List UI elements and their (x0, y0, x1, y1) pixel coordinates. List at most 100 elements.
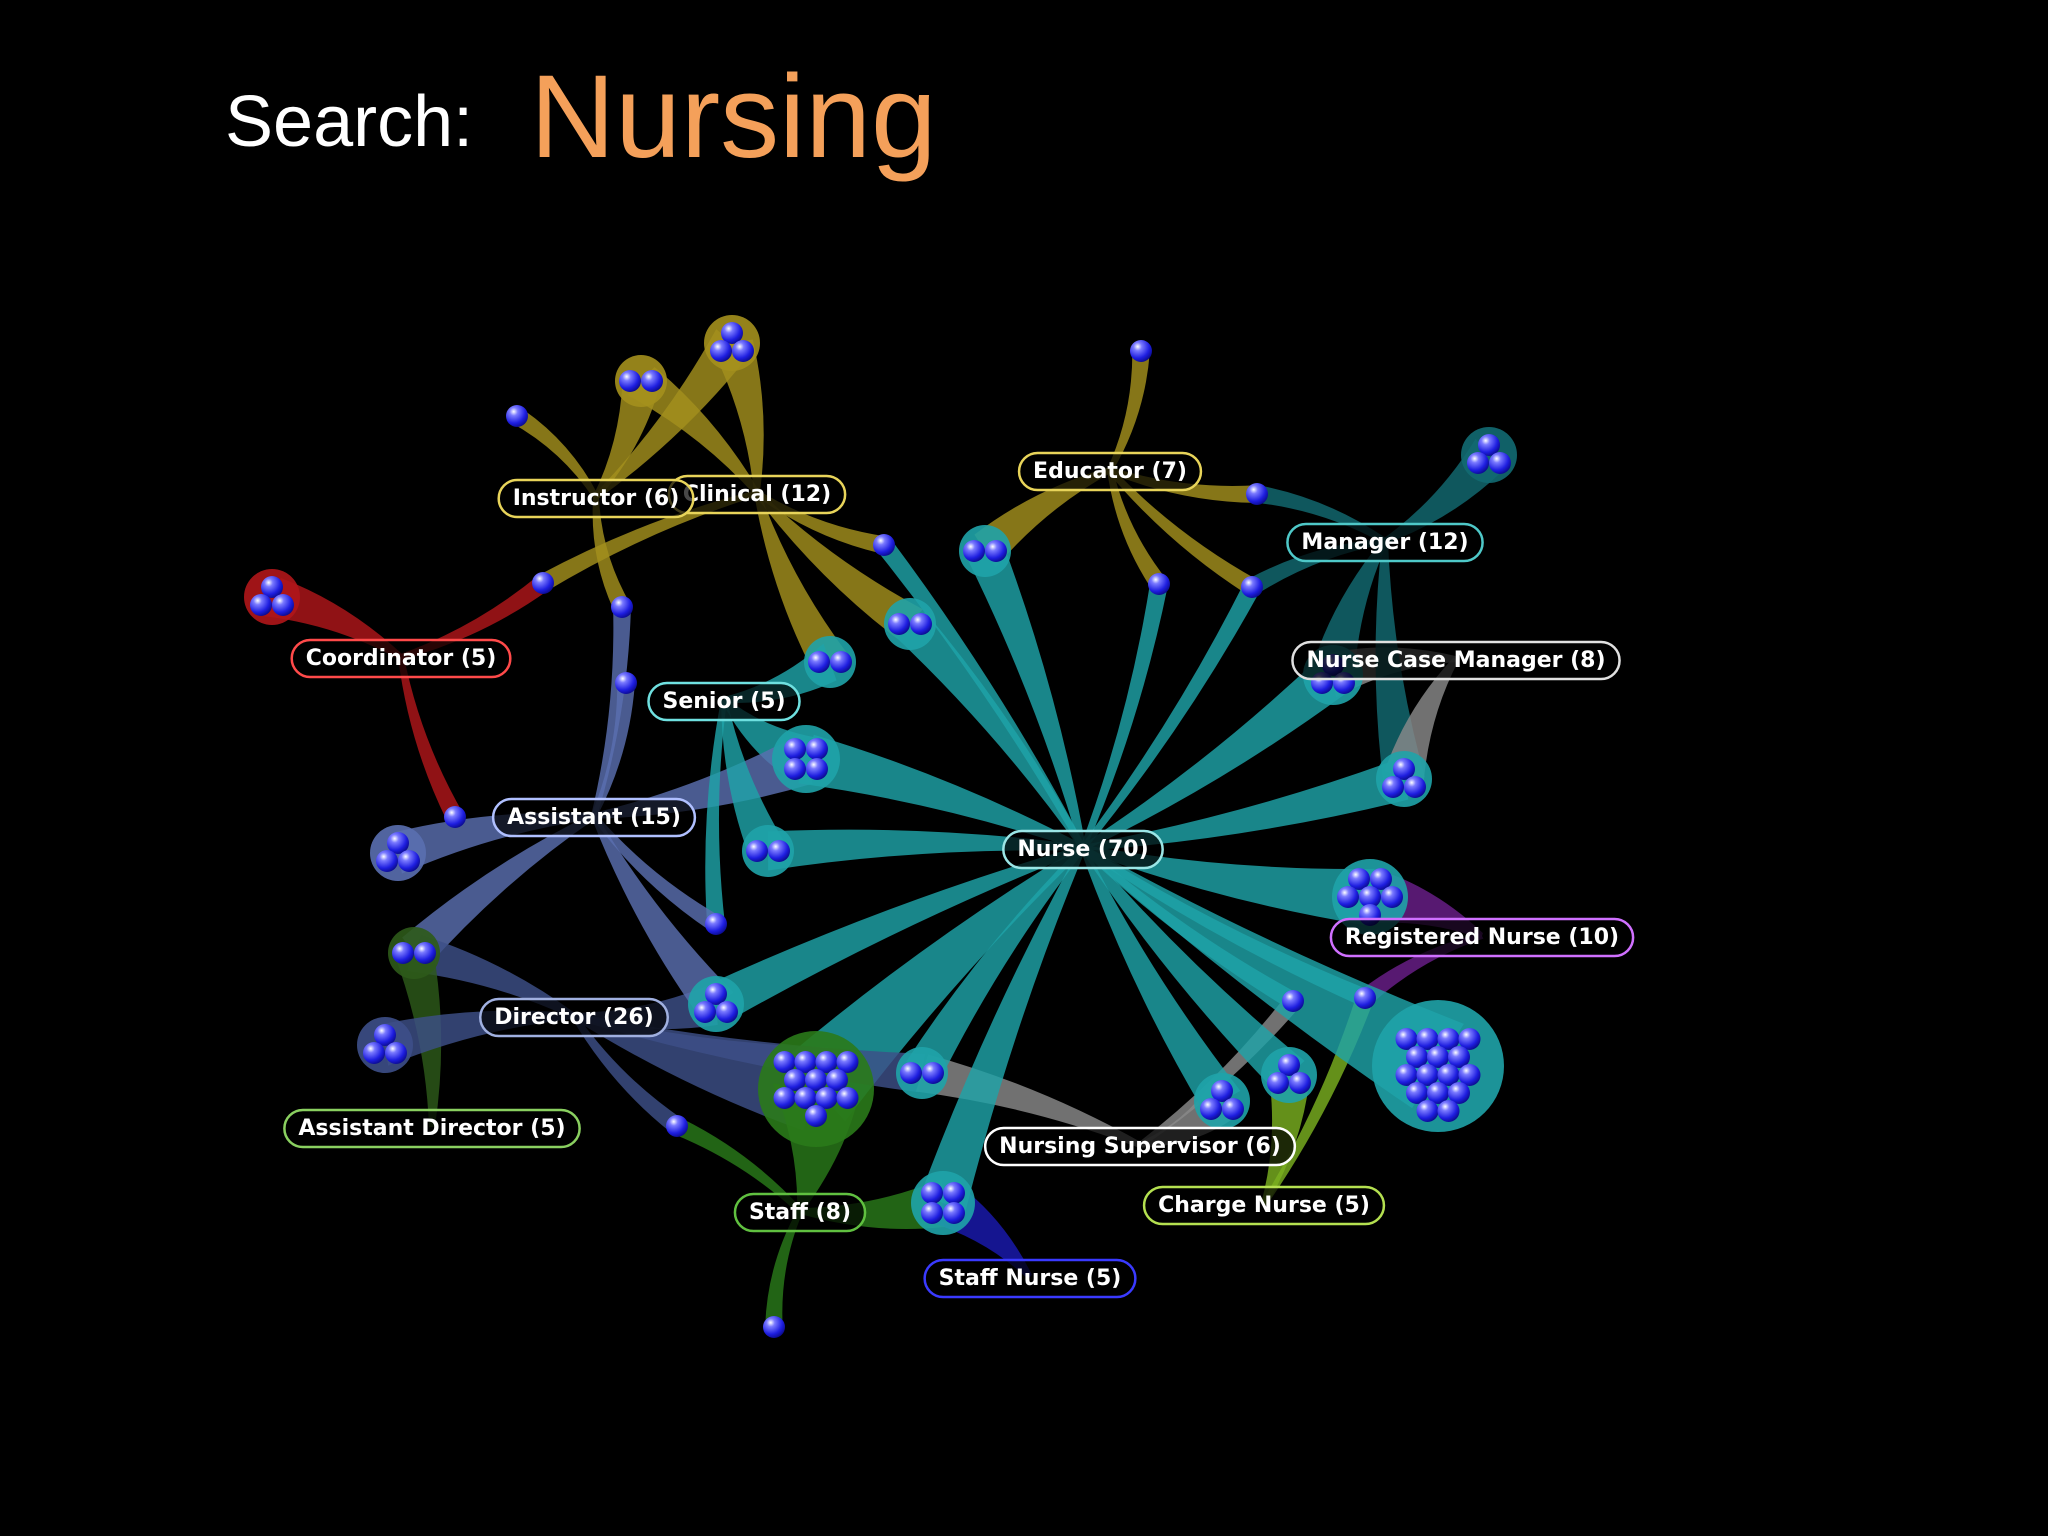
node[interactable] (1359, 886, 1381, 908)
node[interactable] (805, 1105, 827, 1127)
node-group[interactable] (1354, 987, 1376, 1009)
node-group[interactable] (705, 913, 727, 935)
node[interactable] (414, 942, 436, 964)
node[interactable] (943, 1182, 965, 1204)
node[interactable] (444, 806, 466, 828)
node[interactable] (815, 1087, 838, 1109)
node-group[interactable] (772, 725, 840, 793)
node[interactable] (794, 1051, 817, 1073)
node-group[interactable] (1194, 1073, 1250, 1129)
node[interactable] (261, 576, 283, 598)
node-group[interactable] (959, 525, 1011, 577)
node[interactable] (806, 758, 828, 780)
cluster-label-clinical[interactable]: Clinical (12) (667, 474, 847, 515)
node[interactable] (1458, 1028, 1481, 1050)
node-group[interactable] (1261, 1047, 1317, 1103)
node[interactable] (1437, 1100, 1460, 1122)
node[interactable] (922, 1062, 944, 1084)
node[interactable] (1406, 1082, 1428, 1104)
node[interactable] (1354, 987, 1376, 1009)
node[interactable] (1282, 990, 1304, 1012)
node[interactable] (1395, 1028, 1418, 1050)
node[interactable] (784, 758, 806, 780)
node[interactable] (805, 1069, 827, 1091)
node[interactable] (1448, 1046, 1470, 1068)
node[interactable] (921, 1202, 943, 1224)
node[interactable] (1211, 1080, 1233, 1102)
node-group[interactable] (370, 825, 426, 881)
node[interactable] (615, 672, 637, 694)
node[interactable] (1289, 1072, 1311, 1094)
node[interactable] (830, 651, 852, 673)
node[interactable] (641, 370, 663, 392)
node[interactable] (808, 651, 830, 673)
node[interactable] (910, 613, 932, 635)
cluster-label-assistant[interactable]: Assistant (15) (491, 797, 697, 838)
node[interactable] (506, 405, 528, 427)
cluster-label-manager[interactable]: Manager (12) (1286, 522, 1484, 563)
node[interactable] (1416, 1028, 1439, 1050)
node-group[interactable] (1332, 859, 1408, 935)
node-group[interactable] (1372, 1000, 1504, 1132)
node-group[interactable] (1241, 576, 1263, 598)
node-group[interactable] (666, 1115, 688, 1137)
node[interactable] (943, 1202, 965, 1224)
node[interactable] (1427, 1082, 1449, 1104)
cluster-label-senior[interactable]: Senior (5) (647, 681, 801, 722)
node[interactable] (784, 1069, 806, 1091)
node[interactable] (1267, 1072, 1289, 1094)
node[interactable] (705, 913, 727, 935)
node[interactable] (1348, 868, 1370, 890)
node[interactable] (532, 572, 554, 594)
node-group[interactable] (704, 315, 760, 371)
node[interactable] (1416, 1100, 1439, 1122)
node-group[interactable] (244, 569, 300, 625)
node[interactable] (694, 1001, 716, 1023)
node-group[interactable] (388, 927, 440, 979)
node[interactable] (1130, 340, 1152, 362)
node-group[interactable] (615, 672, 637, 694)
node-group[interactable] (357, 1017, 413, 1073)
node[interactable] (1489, 452, 1511, 474)
node[interactable] (806, 738, 828, 760)
node[interactable] (1416, 1064, 1439, 1086)
node-group[interactable] (884, 598, 936, 650)
node-group[interactable] (873, 534, 895, 556)
node[interactable] (732, 340, 754, 362)
node[interactable] (398, 850, 420, 872)
node-group[interactable] (611, 596, 633, 618)
cluster-label-instructor[interactable]: Instructor (6) (497, 478, 695, 519)
node[interactable] (1241, 576, 1263, 598)
node[interactable] (784, 738, 806, 760)
node[interactable] (963, 540, 985, 562)
node[interactable] (250, 594, 272, 616)
node[interactable] (666, 1115, 688, 1137)
node[interactable] (746, 840, 768, 862)
node[interactable] (1395, 1064, 1418, 1086)
node[interactable] (385, 1042, 407, 1064)
node[interactable] (1278, 1054, 1300, 1076)
node-group[interactable] (911, 1171, 975, 1235)
node-group[interactable] (896, 1047, 948, 1099)
node-group[interactable] (1148, 573, 1170, 595)
node[interactable] (721, 322, 743, 344)
node[interactable] (1148, 573, 1170, 595)
node-group[interactable] (688, 976, 744, 1032)
cluster-label-nurse[interactable]: Nurse (70) (1002, 829, 1164, 870)
node-group[interactable] (1376, 751, 1432, 807)
node[interactable] (1427, 1046, 1449, 1068)
cluster-label-registered[interactable]: Registered Nurse (10) (1329, 917, 1635, 958)
cluster-label-director[interactable]: Director (26) (479, 997, 669, 1038)
node[interactable] (1246, 483, 1268, 505)
node-group[interactable] (804, 636, 856, 688)
node[interactable] (1437, 1064, 1460, 1086)
cluster-label-staff[interactable]: Staff (8) (733, 1192, 867, 1233)
node[interactable] (387, 832, 409, 854)
node[interactable] (376, 850, 398, 872)
cluster-label-assistantdir[interactable]: Assistant Director (5) (283, 1108, 581, 1149)
node[interactable] (1467, 452, 1489, 474)
node[interactable] (763, 1316, 785, 1338)
node[interactable] (1458, 1064, 1481, 1086)
node[interactable] (815, 1051, 838, 1073)
cluster-label-educator[interactable]: Educator (7) (1017, 451, 1203, 492)
